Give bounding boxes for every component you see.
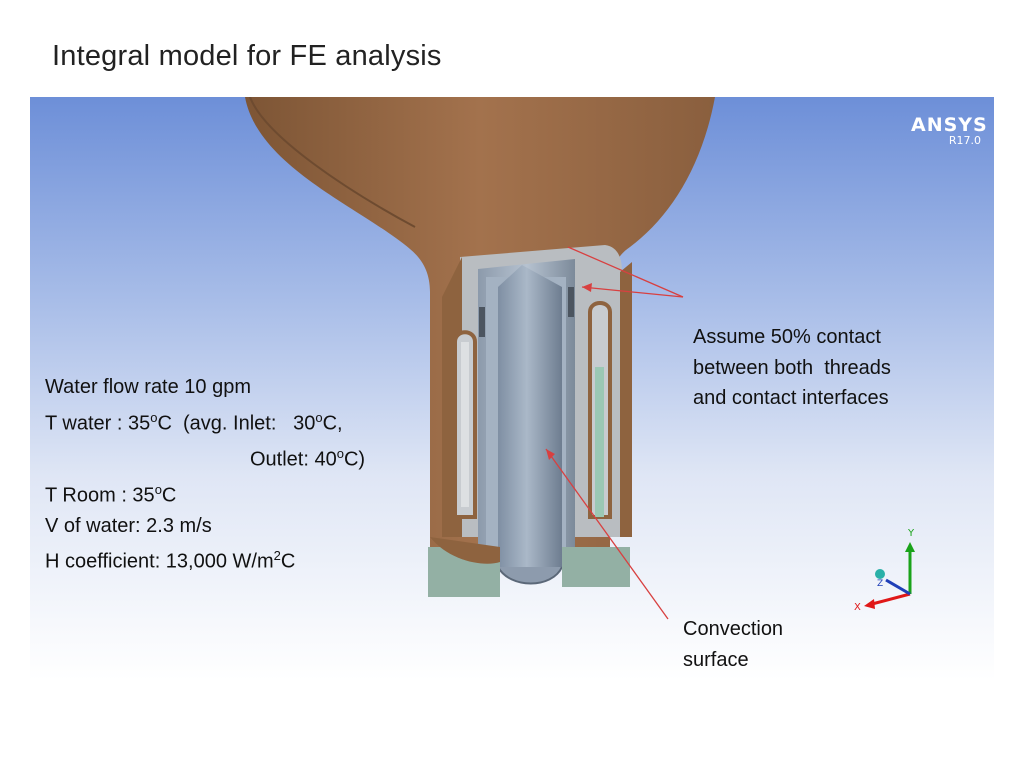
note-water-velocity: V of water: 2.3 m/s bbox=[45, 514, 212, 537]
contact-note-line-3: and contact interfaces bbox=[693, 387, 889, 409]
triad-z-label: Z bbox=[877, 579, 883, 589]
cooling-channel-left bbox=[461, 342, 469, 507]
note-outlet-temp: Outlet: 40oC) bbox=[250, 445, 366, 471]
coordinate-triad[interactable]: Y X Z bbox=[850, 522, 930, 612]
convection-arrow-head bbox=[546, 449, 555, 460]
convection-arrow bbox=[545, 448, 669, 620]
copper-head-edge bbox=[249, 97, 416, 228]
contact-arrow-2-head bbox=[582, 283, 592, 292]
copper-wall-right bbox=[620, 262, 632, 537]
note-h-coefficient: H coefficient: 13,000 W/m2C bbox=[45, 548, 296, 574]
bottom-collar-right bbox=[562, 547, 630, 587]
ansys-logo-version: R17.0 bbox=[948, 134, 981, 147]
bore-rim bbox=[497, 566, 563, 585]
triad-z-axis bbox=[885, 578, 911, 596]
cooling-channel-right bbox=[595, 367, 604, 517]
triad-x-arrowhead bbox=[864, 599, 875, 609]
thread-right bbox=[568, 287, 574, 317]
contact-arrow-1 bbox=[567, 246, 684, 298]
triad-y-label: Y bbox=[907, 528, 915, 539]
contact-note-line-2: between both threads bbox=[693, 356, 891, 379]
note-water-temp: T water : 35oC (avg. Inlet: 30oC, bbox=[45, 409, 343, 435]
contact-note-line-1: Assume 50% contact bbox=[693, 326, 881, 348]
triad-origin-sphere bbox=[875, 569, 885, 579]
convection-note-line-2: surface bbox=[683, 648, 749, 671]
fe-model-render bbox=[245, 97, 715, 620]
ansys-logo-name: ANSYS bbox=[911, 114, 988, 136]
contact-assumption-note: Assume 50% contact between both threads … bbox=[693, 322, 891, 414]
convection-surface-note: Convection surface bbox=[683, 614, 783, 675]
contact-arrow-2 bbox=[581, 286, 684, 298]
thread-left bbox=[479, 307, 485, 337]
triad-y-arrowhead bbox=[905, 542, 915, 552]
triad-x-axis bbox=[871, 592, 911, 606]
triad-x-label: X bbox=[854, 602, 861, 612]
note-flow-rate: Water flow rate 10 gpm bbox=[45, 376, 252, 398]
process-conditions-note: Water flow rate 10 gpm T water : 35oC (a… bbox=[45, 372, 365, 578]
ansys-logo: ANSYS R17.0 bbox=[911, 114, 988, 147]
slide-title: Integral model for FE analysis bbox=[52, 40, 442, 72]
ansys-viewport[interactable]: ANSYS R17.0 Y X Z bbox=[30, 97, 994, 680]
copper-lower-lip bbox=[430, 537, 500, 564]
convection-note-line-1: Convection bbox=[683, 618, 784, 640]
central-bore bbox=[498, 265, 562, 567]
note-room-temp: T Room : 35oC bbox=[45, 481, 177, 507]
